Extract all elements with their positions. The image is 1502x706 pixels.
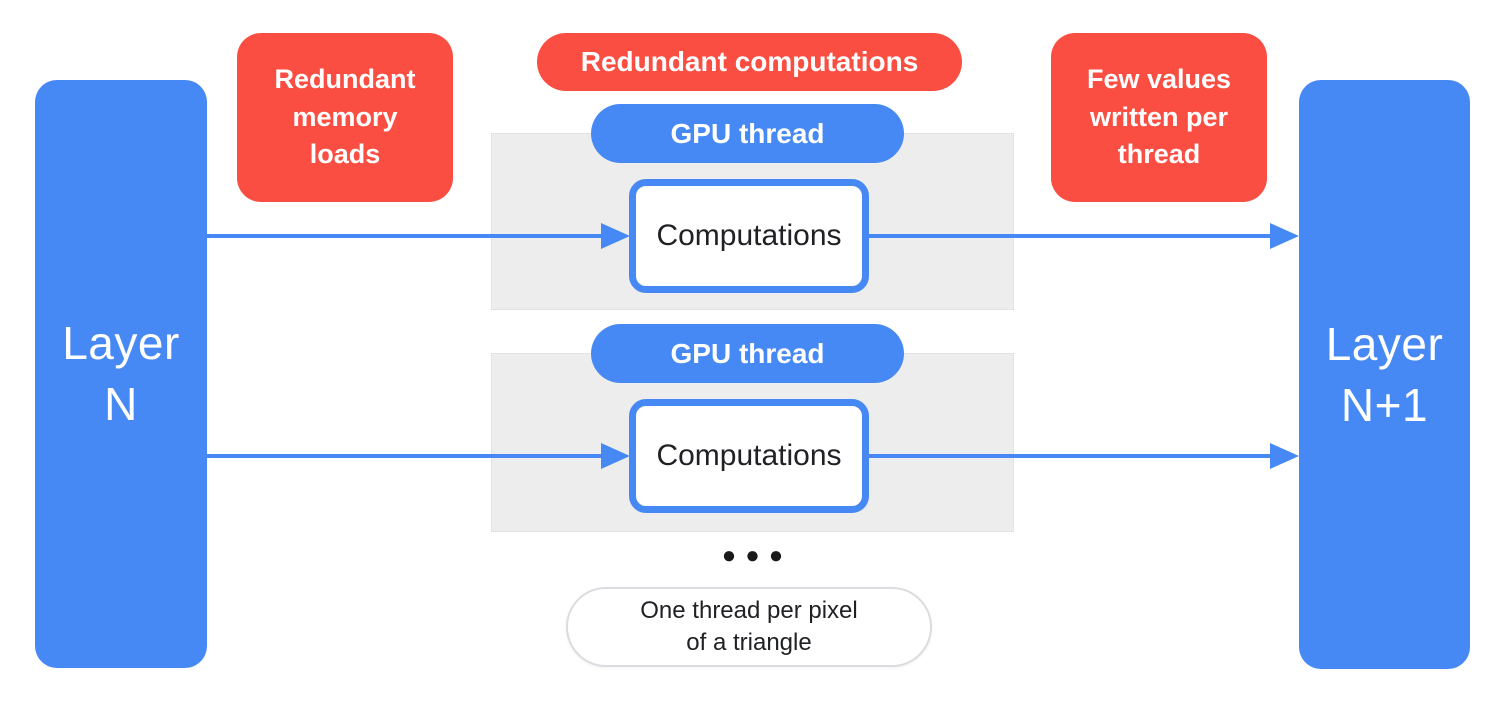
layer-n-label: Layer N (62, 317, 180, 430)
computations-box-1: Computations (629, 179, 869, 293)
gpu-thread-pill-1-label: GPU thread (670, 117, 825, 149)
arrowhead-into-layer-n1-row1 (1270, 223, 1299, 249)
callout-redundant-memory-loads-label: Redundant memory loads (274, 63, 416, 170)
callout-few-values-written: Few values written per thread (1051, 33, 1267, 202)
computations-box-1-label: Computations (656, 219, 842, 252)
layer-n-plus-1-label: Layer N+1 (1325, 317, 1444, 431)
gpu-thread-pill-2: GPU thread (591, 324, 904, 383)
computations-box-2-label: Computations (656, 439, 842, 472)
callout-few-values-written-label: Few values written per thread (1086, 63, 1232, 170)
layer-n-plus-1-box: Layer N+1 (1299, 80, 1470, 669)
arrowhead-into-layer-n1-row2 (1270, 443, 1299, 469)
gpu-thread-pill-1: GPU thread (591, 104, 904, 163)
gpu-thread-pill-2-label: GPU thread (670, 337, 825, 369)
layer-n-box: Layer N (35, 80, 207, 668)
arrow-line-left-row1 (207, 234, 604, 238)
arrow-line-left-row2 (207, 454, 604, 458)
ellipsis-dots-icon: ●●● (721, 542, 793, 569)
caption-one-thread-per-pixel-label: One thread per pixel of a triangle (640, 596, 858, 656)
caption-one-thread-per-pixel: One thread per pixel of a triangle (566, 587, 932, 667)
callout-redundant-computations: Redundant computations (537, 33, 962, 91)
callout-redundant-memory-loads: Redundant memory loads (237, 33, 453, 202)
arrow-line-right-row2 (869, 454, 1273, 458)
computations-box-2: Computations (629, 399, 869, 513)
arrow-line-right-row1 (869, 234, 1273, 238)
arrowhead-into-computations-row2 (601, 443, 630, 469)
arrowhead-into-computations-row1 (601, 223, 630, 249)
callout-redundant-computations-label: Redundant computations (580, 46, 919, 78)
